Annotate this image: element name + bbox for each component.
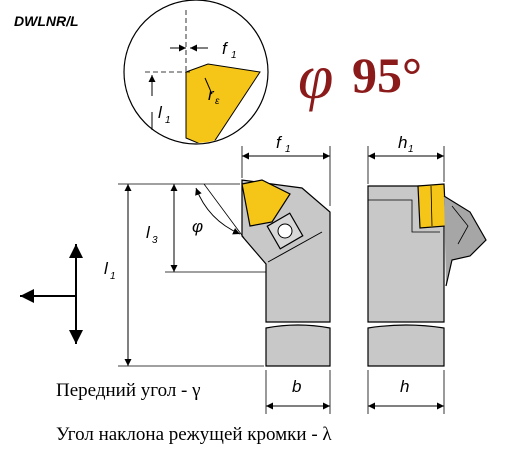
h1-dimension-sub: 1 [408, 144, 414, 155]
h-dimension-label: h [400, 377, 409, 396]
f1-dimension-sub: 1 [285, 144, 291, 155]
f1-detail-sub: 1 [231, 50, 237, 61]
detail-circle [123, 0, 269, 145]
front-view-holder [241, 179, 331, 367]
l3-dimension-label: l [146, 223, 151, 242]
inclination-angle-caption: Угол наклона режущей кромки - λ [56, 424, 332, 445]
tool-code-label: DWLNR/L [14, 13, 79, 29]
approach-angle-value: 95° [352, 47, 422, 103]
front-dimensions [118, 146, 331, 414]
side-dimensions [367, 146, 445, 414]
rake-angle-caption: Передний угол - γ [56, 380, 201, 401]
h1-dimension-label: h [398, 133, 407, 152]
front-insert [241, 179, 291, 227]
detail-insert-shape [185, 63, 261, 143]
l1-dimension-label: l [104, 259, 109, 278]
side-view-holder [367, 183, 487, 367]
b-dimension-label: b [292, 377, 301, 396]
l1-detail-label: l [158, 103, 163, 122]
approach-angle-symbol: φ [298, 41, 333, 112]
r-epsilon-sub: ε [215, 96, 220, 107]
phi-angle-label: φ [192, 217, 203, 236]
f1-dimension-label: f [276, 133, 283, 152]
l1-detail-sub: 1 [165, 115, 171, 126]
l3-dimension-sub: 3 [152, 235, 158, 246]
feed-direction-arrows [20, 244, 83, 344]
l1-dimension-sub: 1 [110, 271, 116, 282]
r-epsilon-label: r [208, 85, 215, 104]
f1-detail-label: f [222, 39, 229, 58]
